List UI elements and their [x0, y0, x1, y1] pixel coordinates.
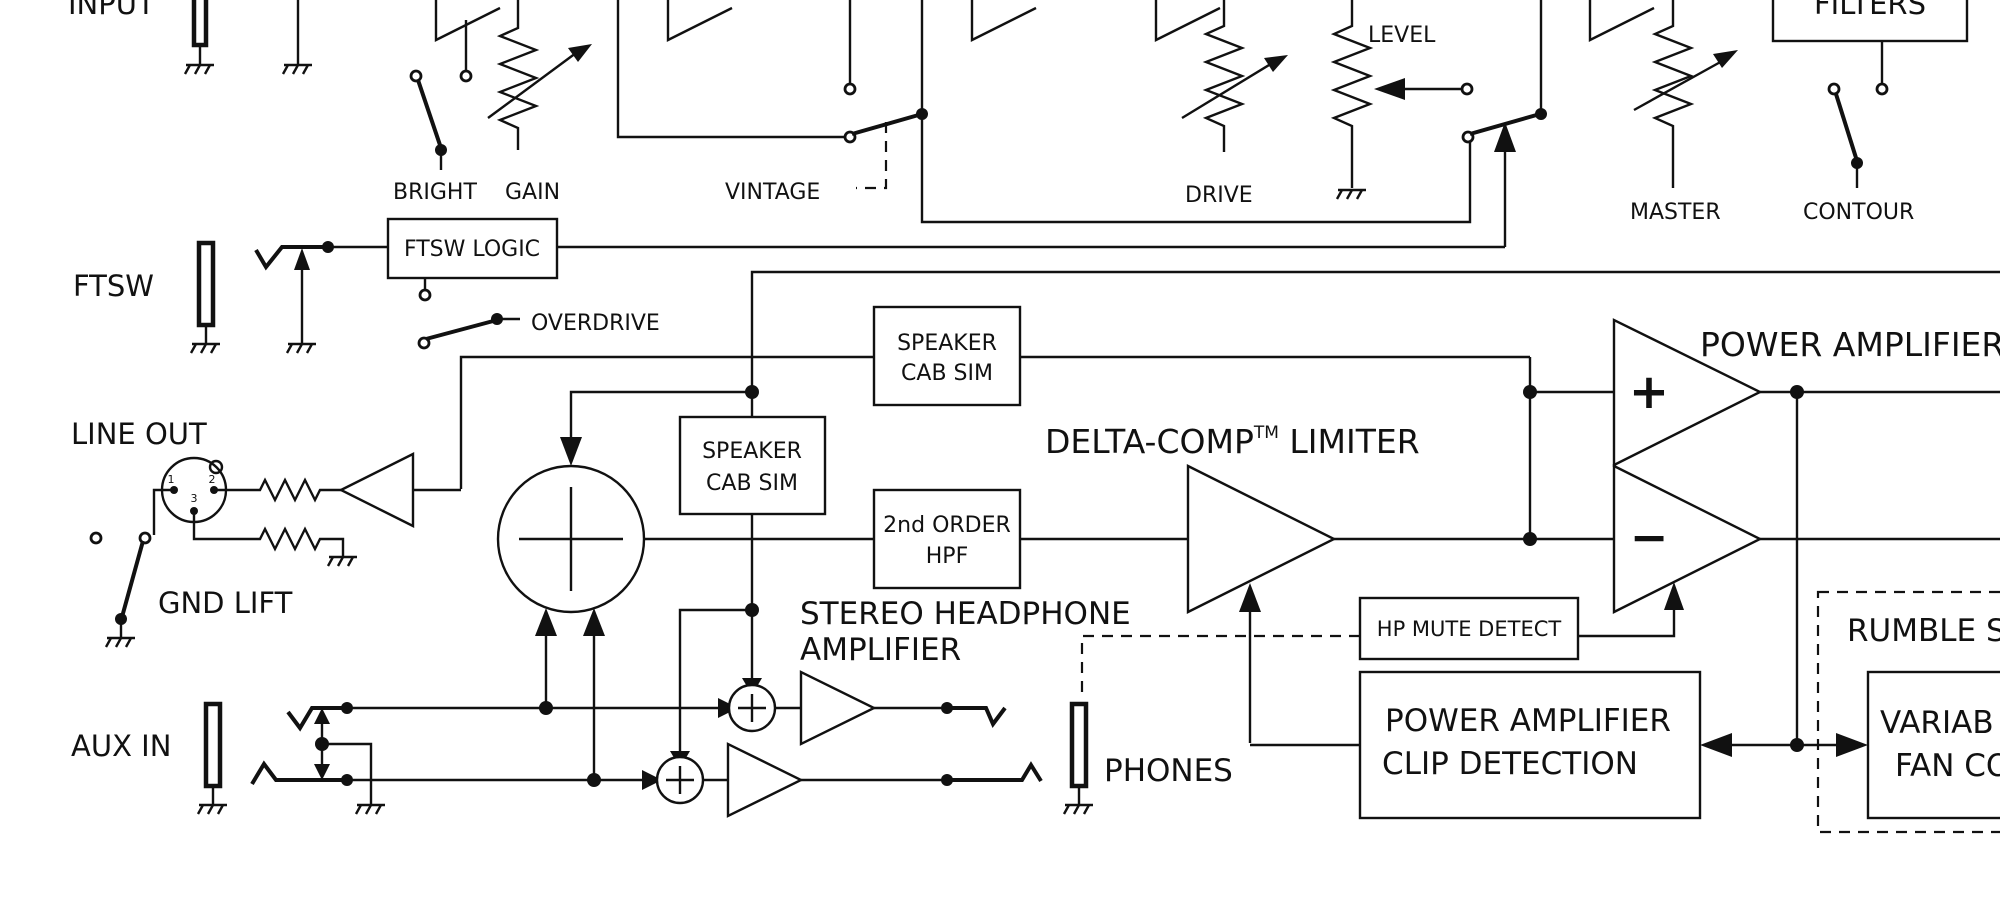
drive-label: DRIVE: [1185, 183, 1253, 208]
speaker-cab-sim-1-line1: SPEAKER: [897, 331, 997, 356]
fan-control-line2: FAN CO: [1895, 748, 2000, 784]
aux-in-jack: [203, 701, 223, 789]
vintage-stage: VINTAGE: [616, 0, 1472, 224]
xlr-pin1: 1: [168, 473, 175, 486]
rumble-box: [1816, 590, 2000, 834]
line-out-section: LINE OUT 1 2 3 GND LIFT: [71, 417, 461, 648]
fan-control-box: [1866, 670, 2000, 820]
gain-stage: BRIGHT GAIN: [393, 0, 592, 205]
minus-sign: −: [1630, 510, 1669, 564]
power-amp-plus-triangle: [1612, 318, 1763, 467]
ftsw-jack: [196, 240, 216, 328]
hpf-line1: 2nd ORDER: [883, 513, 1011, 538]
phones-label: PHONES: [1104, 753, 1233, 789]
filters-box: [1771, 0, 1969, 43]
bright-label: BRIGHT: [393, 180, 477, 205]
contour-label: CONTOUR: [1803, 200, 1914, 225]
fan-control-line1: VARIAB: [1880, 705, 1994, 741]
hpf-box: [872, 488, 1022, 590]
phones-jack: [1069, 701, 1089, 789]
clip-detection-box: [1358, 670, 1702, 820]
speaker-cab-sim-1-line2: CAB SIM: [901, 361, 993, 386]
ftsw-logic-box: [386, 217, 559, 280]
master-label: MASTER: [1630, 200, 1721, 225]
hpf-line2: HPF: [926, 544, 968, 569]
hp-mute-detect-label: HP MUTE DETECT: [1377, 617, 1562, 641]
drive-level-stage: DRIVE LEVEL: [970, 0, 1474, 208]
speaker-cab-sim-2-box: [678, 415, 827, 516]
hp-amp-bottom: [726, 742, 804, 818]
xlr-pin2: 2: [209, 473, 216, 486]
input-label: INPUT: [68, 0, 155, 21]
speaker-cab-sim-2-line1: SPEAKER: [702, 439, 802, 464]
clip-detection-line2: CLIP DETECTION: [1382, 746, 1638, 782]
power-amp-minus-triangle: [1612, 464, 1763, 614]
input-section: INPUT: [68, 0, 312, 75]
ftsw-switch: [1461, 0, 1547, 247]
rumble-label: RUMBLE S: [1847, 613, 2000, 649]
master-contour-stage: MASTER FILTERS CONTOUR: [1588, 0, 1969, 225]
level-label: LEVEL: [1368, 23, 1436, 48]
limiter-triangle: [1186, 464, 1337, 614]
ftsw-section: FTSW FTSW LOGIC OVERDRIVE: [73, 217, 1505, 354]
hp-amp-top: [799, 670, 877, 746]
stereo-headphone-line2: AMPLIFIER: [800, 632, 961, 668]
ftsw-logic-label: FTSW LOGIC: [404, 237, 540, 262]
speaker-cab-sim-2-line2: CAB SIM: [706, 471, 798, 496]
plus-sign: +: [1629, 364, 1669, 420]
delta-comp-title: DELTA-COMPTM LIMITER: [1045, 422, 1420, 461]
overdrive-label: OVERDRIVE: [531, 311, 660, 336]
clip-detection-line1: POWER AMPLIFIER: [1385, 703, 1671, 739]
aux-in-section: AUX IN STEREO HEADPHONE AMPLIFIER: [71, 596, 1233, 818]
stereo-headphone-line1: STEREO HEADPHONE: [800, 596, 1131, 632]
line-out-label: LINE OUT: [71, 417, 207, 451]
main-signal-path: SPEAKER CAB SIM SPEAKER CAB SIM 2nd ORDE…: [459, 270, 2000, 834]
xlr-pin3: 3: [191, 492, 198, 505]
input-jack: [191, 0, 209, 48]
filters-label: FILTERS: [1814, 0, 1926, 21]
aux-in-label: AUX IN: [71, 729, 171, 763]
gnd-lift-label: GND LIFT: [158, 586, 293, 620]
ftsw-label: FTSW: [73, 269, 154, 303]
hp-mute-detect-box: [1358, 596, 1580, 661]
gain-label: GAIN: [505, 180, 560, 205]
vintage-label: VINTAGE: [725, 180, 820, 205]
speaker-cab-sim-1-box: [872, 305, 1022, 407]
power-amplifier-title: POWER AMPLIFIER: [1700, 325, 2000, 364]
